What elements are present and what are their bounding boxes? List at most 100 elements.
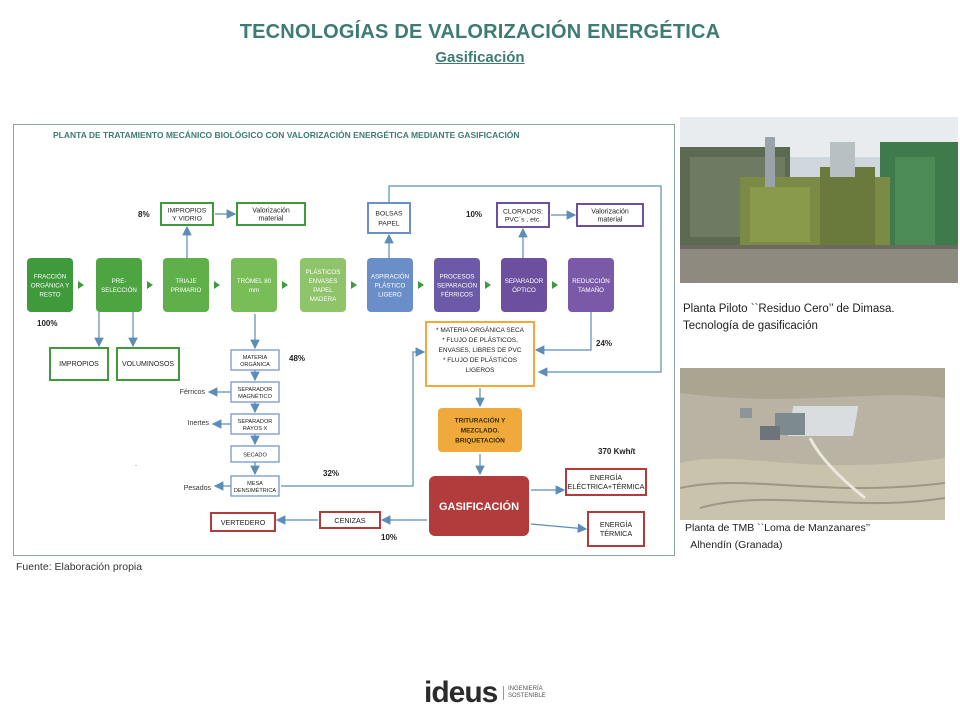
sub-process-label: SEPARADOR [238,387,273,393]
logo-tagline-line1: INGENIERÍA [508,686,543,692]
step-chevron-icon [282,281,288,289]
step-chevron-icon [485,281,491,289]
step-chevron-icon [78,281,84,289]
process-step-label: LIGERO [378,292,402,299]
process-step-label: PRE- [112,278,127,285]
step-chevron-icon [147,281,153,289]
process-step-label: PRIMARIO [171,287,202,294]
process-step-label: FRACCIÓN [34,274,66,281]
energy-yield-label: 370 Kwh/t [598,447,636,456]
loop-arrow [388,185,662,377]
percent-label: 32% [323,469,339,478]
percent-label: 24% [596,339,612,348]
diagram-title: PLANTA DE TRATAMIENTO MECÁNICO BIOLÓGICO… [53,129,520,140]
side-output-label: Inertes [188,420,210,427]
process-step-box [501,258,547,312]
process-step-label: mm [249,287,259,294]
photo1-caption-line1: Planta Piloto ``Residuo Cero’’ de Dimasa… [683,303,895,315]
vertedero-box [210,512,276,532]
energia-electrica-label: ELÉCTRICA+TÉRMICA [568,482,645,491]
logo-wordmark: ideus [424,676,498,709]
cenizas-box [319,511,381,529]
sub-process-label: SEPARADOR [238,419,273,425]
valorizacion-label-right: material [598,217,623,224]
process-step-label: TRÓMEL 80 [237,278,272,285]
energia-termica-box [587,511,645,547]
valorizacion-label-left: material [259,216,284,223]
source-note: Fuente: Elaboración propia [16,561,143,573]
percent-label: 10% [381,533,397,542]
flow-arrow [281,347,426,487]
impropios-vidrio-box [160,202,214,226]
process-step-label: MADERA [310,296,337,303]
process-diagram: PLANTA DE TRATAMIENTO MECÁNICO BIOLÓGICO… [27,129,662,547]
process-step-label: PROCESOS [439,274,474,281]
trituracion-label: TRITURACIÓN Y [455,416,506,425]
materia-seca-label: LIGEROS [466,367,496,374]
process-step-label: REDUCCIÓN [572,278,609,285]
impropios-vidrio-label: IMPROPIOS [168,208,207,215]
process-step-label: SEPARADOR [505,278,544,285]
flow-arrow [530,523,588,534]
impropios-label: IMPROPIOS [59,361,99,368]
trituracion-label: BRIQUETACIÓN [455,436,505,445]
process-step-label: PLÁSTICOS [306,269,341,276]
process-step-box [27,258,73,312]
process-step-box [367,258,413,312]
photo2-caption-line2: Alhendín (Granada) [685,539,783,551]
process-step-box [163,258,209,312]
impropios-box [49,347,109,381]
sub-process-label: MATERIA [243,355,268,361]
gasificacion-box [429,476,529,536]
process-step-box [231,258,277,312]
page-title: TECNOLOGÍAS DE VALORIZACIÓN ENERGÉTICA [239,21,721,43]
energia-electrica-box [565,468,647,496]
pilot-plant-photo [680,117,958,283]
stray-dot: . [135,459,137,468]
clorados-box [496,202,550,228]
logo-tagline: INGENIERÍA SOSTENIBLE [503,686,546,700]
trituracion-box [438,408,522,452]
valorizacion-label-right: Valorización [591,209,629,216]
valorizacion-box-right [576,203,644,227]
process-step-box [434,258,480,312]
energia-termica-label: ENERGÍA [600,520,633,529]
process-step-label: PAPEL [313,287,333,294]
step-chevron-icon [351,281,357,289]
bolsas-papel-label: BOLSAS [375,211,403,218]
clorados-label: PVC´s , etc. [505,217,541,224]
energia-electrica-label: ENERGÍA [590,473,623,482]
step-chevron-icon [552,281,558,289]
energia-termica-label: TÉRMICA [600,529,633,538]
page-subtitle: Gasificación [435,49,525,66]
materia-seca-box [425,321,535,387]
step-chevron-icon [418,281,424,289]
vertedero-label: VERTEDERO [221,518,266,527]
process-step-label: TRIAJE [175,278,196,285]
valorizacion-box-left [236,202,306,226]
process-step-label: ÓPTICO [512,287,536,294]
percent-label: 48% [289,354,305,363]
flow-arrow [534,312,592,355]
process-step-label: ASPIRACIÓN [371,274,409,281]
sub-process-label: SECADO [243,453,267,459]
process-step-box [300,258,346,312]
logo-tagline-line2: SOSTENIBLE [508,693,546,699]
step-chevron-icon [214,281,220,289]
process-step-label: SEPARACIÓN [437,283,477,290]
ideus-logo: ideus [424,676,498,710]
cenizas-label: CENIZAS [334,516,365,525]
trituracion-label: MEZCLADO. [461,428,500,435]
materia-seca-label: ENVASES, LIBRES DE PVC [439,347,522,354]
tmb-plant-aerial-photo [680,368,945,520]
sub-process-label: ORGÁNICA [240,361,270,368]
sub-process-label: MESA [247,481,263,487]
bolsas-papel-box [367,202,411,234]
process-step-label: RESTO [39,292,60,299]
process-step-label: FÉRRICOS [441,292,473,299]
process-step-box [568,258,614,312]
materia-seca-label: * FLUJO DE PLÁSTICOS [443,355,518,364]
materia-seca-label: * FLUJO DE PLÁSTICOS, [442,335,518,344]
process-step-label: ENVASES [309,278,338,285]
voluminosos-box [116,347,180,381]
